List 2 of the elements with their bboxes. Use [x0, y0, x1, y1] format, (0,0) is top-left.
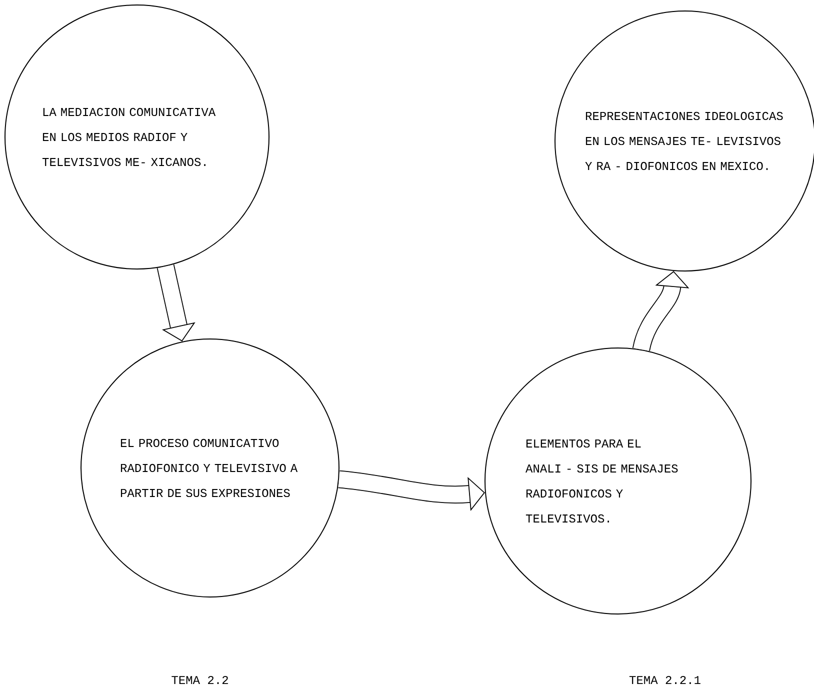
topic-number: TEMA 2.2.1 [629, 676, 700, 684]
topic-number: TEMA 2.2 [172, 676, 228, 684]
